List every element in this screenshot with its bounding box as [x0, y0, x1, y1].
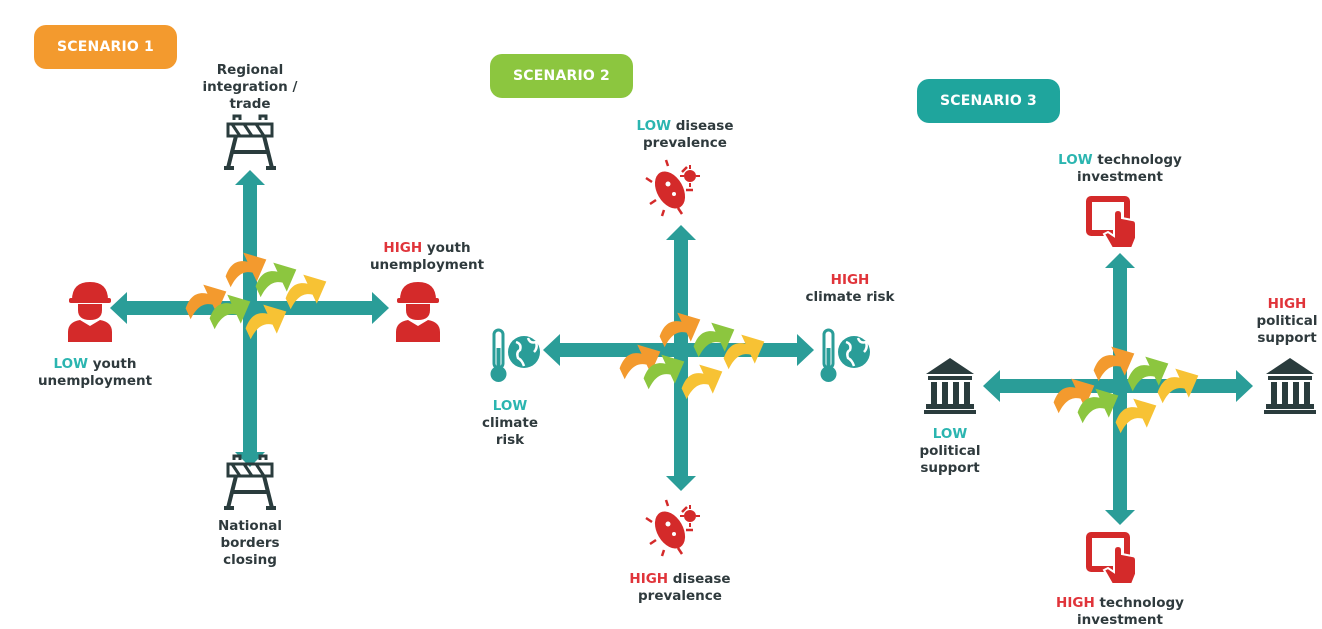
s2-left-thermometer-globe-icon [489, 328, 542, 384]
s1-bottom-line-3: closing [223, 552, 277, 568]
s2-left-line-2: risk [495, 432, 525, 448]
s1-bottom-line-2: borders [220, 535, 280, 551]
s1-bottom-barrier-icon [222, 454, 278, 510]
s3-left-line-1: political [919, 443, 981, 459]
s2-right-line-1: climate risk [805, 289, 895, 305]
s1-left-label: LOW youth unemployment [20, 356, 170, 390]
s1-top-line-1: Regional [216, 62, 284, 78]
s3-right-line-2: support [1257, 330, 1317, 346]
s1-axes [110, 170, 389, 467]
s3-right-label: HIGH political support [1252, 296, 1322, 347]
s3-bottom-line-2: investment [1077, 612, 1163, 628]
s3-top-level: LOW [1058, 152, 1093, 168]
s3-bottom-tablet-icon [1085, 531, 1137, 585]
s1-bottom-label: National borders closing [200, 518, 300, 569]
s1-top-line-3: trade [229, 96, 271, 112]
s3-axes [983, 253, 1253, 525]
s1-bottom-line-1: National [217, 518, 283, 534]
s2-right-label: HIGH climate risk [790, 272, 910, 306]
scenario-2-badge: SCENARIO 2 [490, 54, 633, 98]
s2-right-level: HIGH [830, 272, 870, 288]
s2-bottom-line-2: prevalence [638, 588, 722, 604]
s1-top-line-2: integration / [202, 79, 298, 95]
s2-bottom-level: HIGH [629, 571, 669, 587]
s3-left-building-icon [924, 358, 976, 414]
s1-right-label: HIGH youth unemployment [352, 240, 502, 274]
scenario-3-title: SCENARIO 3 [940, 93, 1037, 109]
s3-top-tablet-icon [1085, 195, 1137, 249]
s3-left-level: LOW [932, 426, 968, 442]
s3-bottom-label: HIGH technology investment [1035, 595, 1205, 629]
s2-axes [543, 225, 814, 491]
s3-right-building-icon [1264, 358, 1316, 414]
s2-bottom-line-1: disease [672, 571, 731, 587]
s1-left-level: LOW [53, 356, 89, 372]
s1-left-line-2: unemployment [37, 373, 153, 389]
s2-right-thermometer-globe-icon [819, 328, 872, 384]
s2-top-label: LOW disease prevalence [610, 118, 760, 152]
s1-left-worker-icon [68, 282, 112, 342]
s1-right-worker-icon [396, 282, 440, 342]
s2-top-level: LOW [636, 118, 672, 134]
s2-top-line-1: disease [675, 118, 734, 134]
s3-top-line-1: technology [1097, 152, 1182, 168]
s2-left-line-1: climate [481, 415, 539, 431]
scenario-1-badge: SCENARIO 1 [34, 25, 177, 69]
scenario-1-title: SCENARIO 1 [57, 39, 154, 55]
s1-top-label: Regional integration / trade [190, 62, 310, 113]
s2-top-line-2: prevalence [643, 135, 727, 151]
scenario-3-badge: SCENARIO 3 [917, 79, 1060, 123]
scenario-2-title: SCENARIO 2 [513, 68, 610, 84]
s3-bottom-level: HIGH [1056, 595, 1095, 611]
s1-right-line-2: unemployment [369, 257, 485, 273]
s3-right-level: HIGH [1267, 296, 1307, 312]
s2-top-virus-icon [644, 158, 702, 218]
s3-top-label: LOW technology investment [1040, 152, 1200, 186]
s3-left-line-2: support [920, 460, 980, 476]
s2-bottom-virus-icon [644, 498, 702, 558]
s1-right-level: HIGH [383, 240, 423, 256]
s3-top-line-2: investment [1077, 169, 1163, 185]
s3-bottom-line-1: technology [1099, 595, 1184, 611]
s3-left-label: LOW political support [910, 426, 990, 477]
s2-bottom-label: HIGH disease prevalence [605, 571, 755, 605]
s3-right-line-1: political [1256, 313, 1318, 329]
s1-left-line-1: youth [92, 356, 137, 372]
s2-left-level: LOW [492, 398, 528, 414]
s1-right-line-1: youth [426, 240, 471, 256]
s2-left-label: LOW climate risk [470, 398, 550, 449]
s1-top-barrier-icon [222, 114, 278, 170]
